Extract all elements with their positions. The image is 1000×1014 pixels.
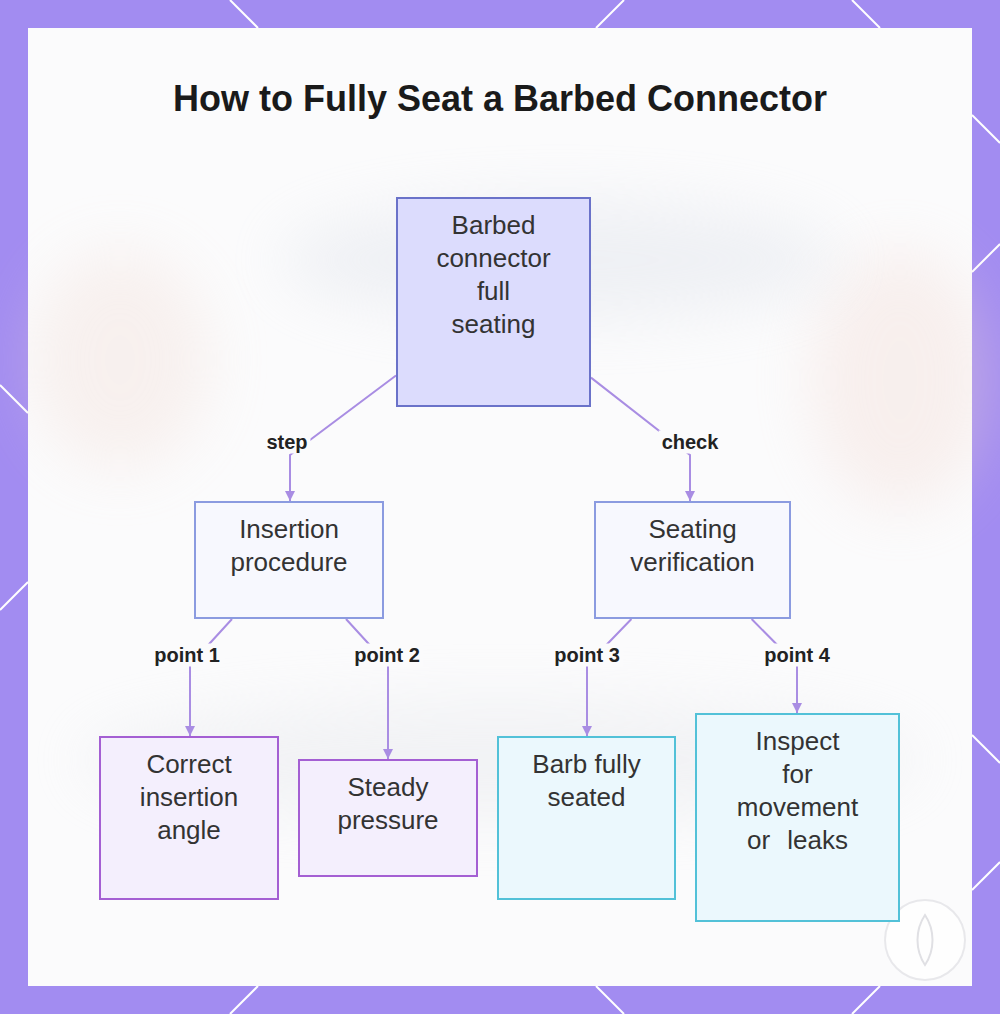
background-blur: [810, 250, 990, 510]
frame-decoration: [972, 115, 1000, 143]
node-text: Insertion procedure: [216, 513, 362, 579]
process-box: Insertion procedure: [194, 501, 384, 619]
edge-label: point 2: [351, 644, 423, 667]
edge-label: step: [263, 431, 310, 454]
frame-decoration: [596, 0, 624, 28]
node-text: Correct insertion angle: [121, 748, 257, 847]
edge-label: point 4: [761, 644, 833, 667]
connector-arrow: [587, 619, 631, 736]
background-blur: [30, 250, 210, 470]
process-box: Barbed connector full seating: [396, 197, 591, 407]
frame-decoration: [852, 986, 880, 1014]
edge-label: point 1: [151, 644, 223, 667]
process-box: Steady pressure: [298, 759, 478, 877]
node-text: Barbed connector full seating: [436, 209, 552, 341]
node-text: Inspect for movement or leaks: [737, 725, 858, 857]
frame-decoration: [230, 0, 258, 28]
frame-decoration: [972, 244, 1000, 272]
node-text: Seating verification: [616, 513, 769, 579]
diagram-title: How to Fully Seat a Barbed Connector: [0, 78, 1000, 120]
connector-arrow: [346, 619, 388, 759]
edge-label: check: [659, 431, 722, 454]
frame-decoration: [230, 986, 258, 1014]
frame-decoration: [0, 582, 28, 610]
frame-decoration: [0, 385, 28, 413]
frame-decoration: [596, 986, 624, 1014]
process-box: Barb fully seated: [497, 736, 676, 900]
process-box: Inspect for movement or leaks: [695, 713, 900, 922]
node-text: Barb fully seated: [519, 748, 655, 814]
watermark-leaf: [918, 915, 933, 965]
frame-decoration: [972, 735, 1000, 763]
connector-arrow: [190, 619, 232, 736]
frame-decoration: [972, 862, 1000, 890]
node-text: Steady pressure: [320, 771, 456, 837]
process-box: Correct insertion angle: [99, 736, 279, 900]
process-box: Seating verification: [594, 501, 791, 619]
frame-decoration: [852, 0, 880, 28]
edge-label: point 3: [551, 644, 623, 667]
panel: [28, 28, 972, 986]
